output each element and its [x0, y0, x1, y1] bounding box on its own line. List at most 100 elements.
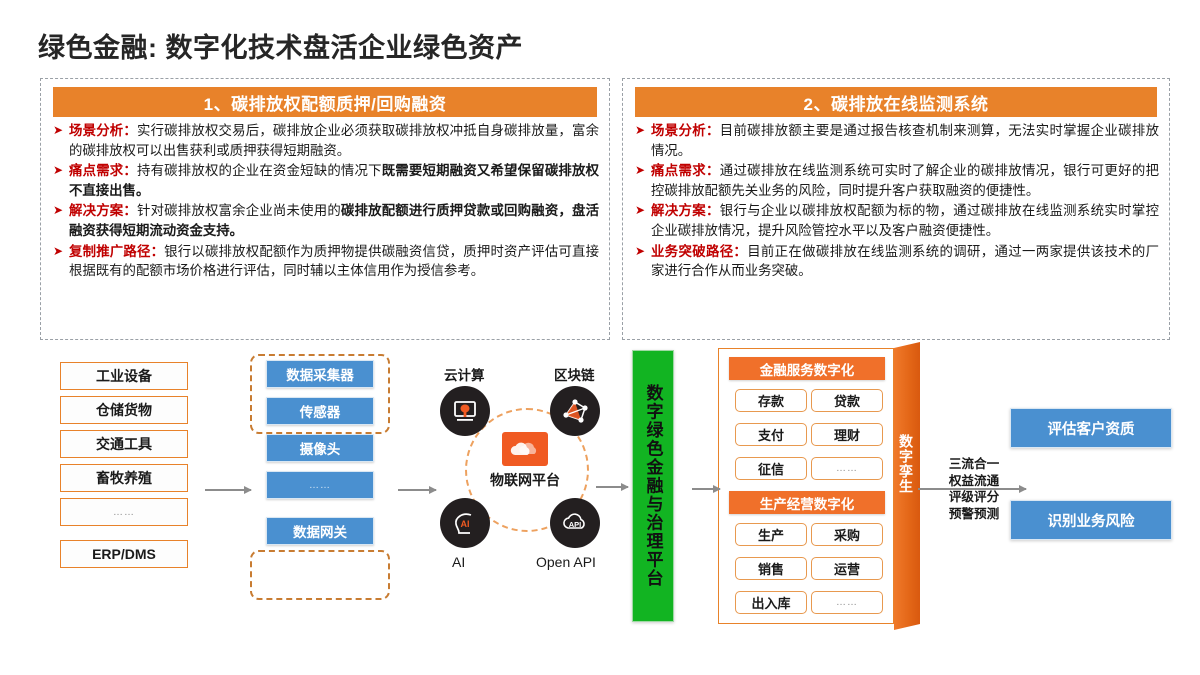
bullet-emphasis: 碳排放配额进行质押贷款或回购融资，盘活融资获得短期流动资金支持。	[69, 203, 599, 238]
section-header-production: 生产经营数字化	[729, 491, 885, 514]
scenario-panel-2: 2、碳排放在线监测系统 ➤场景分析：目前碳排放额主要是通过报告核查机制来测算，无…	[622, 78, 1170, 340]
scenario-panel-1: 1、碳排放权配额质押/回购融资 ➤场景分析：实行碳排放权交易后，碳排放企业必须获…	[40, 78, 610, 340]
source-label: 交通工具	[96, 436, 152, 452]
bullet-segment: 目前碳排放额主要是通过报告核查机制来测算，无法实时掌握企业碳排放情况。	[651, 123, 1159, 158]
source-label: 工业设备	[96, 368, 152, 384]
bullet-text: 解决方案：针对碳排放权富余企业尚未使用的碳排放配额进行质押贷款或回购融资，盘活融…	[69, 201, 599, 240]
source-box: 畜牧养殖	[60, 464, 188, 492]
cube-item-pill: 理财	[811, 423, 883, 446]
svg-text:API: API	[569, 520, 582, 529]
dashed-group-gateway	[250, 550, 390, 600]
digital-green-finance-platform-bar: 数字绿色金融与治理平台	[632, 350, 674, 622]
flow-note-line: 预警预测	[948, 506, 1000, 521]
outcome-assess-client: 评估客户资质	[1010, 408, 1172, 448]
cube-item-label: 销售	[757, 562, 784, 577]
page-title: 绿色金融: 数字化技术盘活企业绿色资产	[38, 33, 523, 63]
cube-item-pill: 支付	[735, 423, 807, 446]
bullet-arrow-icon: ➤	[635, 243, 646, 258]
bullet-item: ➤ 痛点需求：通过碳排放在线监测系统可实时了解企业的碳排放情况，银行可更好的把控碳…	[633, 161, 1159, 200]
bullet-label: 复制推广路径：	[69, 243, 165, 259]
dashed-group-collector	[250, 354, 390, 434]
bullet-emphasis: 既需要短期融资又希望保留碳排放权不直接出售。	[69, 163, 599, 198]
cube-item-label: 征信	[757, 462, 784, 477]
api-cloud-icon: API	[550, 498, 600, 548]
cube-item-pill: 贷款	[811, 389, 883, 412]
data-source-column: 工业设备仓储货物交通工具畜牧养殖 …… ERP/DMS	[60, 362, 188, 574]
bullet-label: 痛点需求：	[651, 163, 720, 179]
bullet-label: 解决方案：	[69, 203, 137, 219]
blockchain-icon	[550, 386, 600, 436]
arrow-platform-to-cube	[692, 485, 721, 492]
cube-item-pill: ……	[811, 457, 883, 480]
device-label: 数据采集器	[286, 368, 354, 383]
source-box: ……	[60, 498, 188, 526]
bullet-item: ➤ 业务突破路径：目前正在做碳排放在线监测系统的调研，通过一两家提供该技术的厂家进…	[633, 242, 1159, 281]
bullet-label: 场景分析：	[69, 123, 137, 138]
bullet-segment: 针对碳排放权富余企业尚未使用的	[136, 203, 341, 219]
cube-item-pill: 生产	[735, 523, 807, 546]
cube-item-pill: 运营	[811, 557, 883, 580]
source-label: ……	[113, 506, 135, 518]
flow-note-line: 权益流通	[948, 473, 1000, 488]
bullet-label: 业务突破路径：	[651, 243, 748, 259]
bullet-arrow-icon: ➤	[53, 203, 64, 218]
flow-note: 三流合一权益流通评级评分预警预测	[938, 456, 1010, 522]
bullet-text: 痛点需求：通过碳排放在线监测系统可实时了解企业的碳排放情况，银行可更好的把控碳排…	[651, 161, 1159, 200]
cube-item-label: 采购	[833, 528, 860, 543]
bullet-segment: 目前正在做碳排放在线监测系统的调研，通过一两家提供该技术的厂家进行合作从而业务突…	[651, 243, 1159, 279]
bullet-segment: 银行与企业以碳排放权配额为标的物，通过碳排放在线监测系统实时掌控企业碳排放情况，…	[651, 203, 1159, 238]
iot-device-column: 数据采集器传感器摄像头 …… 数据网关	[266, 360, 374, 554]
cube-item-pill: 征信	[735, 457, 807, 480]
bullet-item: ➤ 解决方案：银行与企业以碳排放权配额为标的物，通过碳排放在线监测系统实时掌控企业…	[633, 201, 1159, 240]
device-box: 数据网关	[266, 517, 374, 545]
bullet-item: ➤场景分析：目前碳排放额主要是通过报告核查机制来测算，无法实时掌握企业碳排放情况…	[633, 121, 1159, 160]
source-box: ERP/DMS	[60, 540, 188, 568]
bullet-item: ➤ 场景分析：实行碳排放权交易后，碳排放企业必须获取碳排放权冲抵自身碳排放量，富余…	[51, 121, 599, 160]
bullet-label: 解决方案：	[651, 203, 720, 219]
source-label: 仓储货物	[96, 402, 152, 418]
source-box: 仓储货物	[60, 396, 188, 424]
device-box: 摄像头	[266, 434, 374, 462]
cube-item-label: 出入库	[751, 596, 791, 611]
bullet-arrow-icon: ➤	[635, 203, 646, 218]
bullet-text: 场景分析：实行碳排放权交易后，碳排放企业必须获取碳排放权冲抵自身碳排放量，富余的…	[69, 121, 599, 160]
cube-item-label: 运营	[833, 562, 860, 577]
device-label: 传感器	[299, 405, 341, 420]
bullet-label: 场景分析：	[651, 123, 720, 138]
cloud-computing-icon	[440, 386, 490, 436]
device-box: ……	[266, 471, 374, 499]
cube-face: 金融服务数字化 存款 贷款支付理财征信 …… 生产经营数字化 生产 采购销售 运营出入库…	[718, 348, 894, 624]
bullet-segment: 通过碳排放在线监测系统可实时了解企业的碳排放情况，银行可更好的把控碳排放配额先关…	[651, 163, 1159, 198]
bullet-item: ➤痛点需求：持有碳排放权的企业在资金短缺的情况下既需要短期融资又希望保留碳排放权…	[51, 161, 599, 200]
cube-item-pill: 存款	[735, 389, 807, 412]
cube-item-label: ……	[836, 463, 858, 474]
bullet-text: 复制推广路径：银行以碳排放权配额作为质押物提供碳融资信贷，质押时资产评估可直接根…	[69, 242, 599, 281]
cube-item-label: 存款	[757, 394, 784, 409]
digital-twin-cube: 数字孪生 金融服务数字化 存款 贷款支付理财征信 …… 生产经营数字化 生产 采购销售…	[718, 342, 920, 630]
source-label: ERP/DMS	[92, 546, 156, 562]
panel-2-body: ➤ 场景分析：目前碳排放额主要是通过报告核查机制来测算，无法实时掌握企业碳排放情况…	[633, 121, 1159, 333]
section-header-finance: 金融服务数字化	[729, 357, 885, 380]
iot-platform-cluster: 云计算 区块链	[432, 364, 622, 576]
bullet-text: 业务突破路径：目前正在做碳排放在线监测系统的调研，通过一两家提供该技术的厂家进行…	[651, 242, 1159, 281]
architecture-diagram: 工业设备仓储货物交通工具畜牧养殖……ERP/DMS 数据采集器传感器摄像头……数…	[0, 342, 1200, 636]
device-box: 数据采集器	[266, 360, 374, 388]
svg-text:AI: AI	[461, 519, 470, 529]
digital-twin-side-panel: 数字孪生	[894, 342, 920, 630]
bullet-arrow-icon: ➤	[635, 163, 646, 178]
cube-item-label: 生产	[757, 528, 784, 543]
iot-label-ai: AI	[452, 554, 466, 570]
bullet-segment: 银行以碳排放权配额作为质押物提供碳融资信贷，质押时资产评估可直接根据既有的配额市…	[69, 243, 599, 279]
bullet-text: 解决方案：银行与企业以碳排放权配额为标的物，通过碳排放在线监测系统实时掌控企业碳…	[651, 201, 1159, 240]
cube-item-pill: 出入库	[735, 591, 807, 614]
device-label: 数据网关	[293, 525, 347, 540]
source-label: 畜牧养殖	[96, 470, 152, 486]
platform-bar-label: 数字绿色金融与治理平台	[643, 384, 663, 588]
device-label: 摄像头	[299, 442, 341, 457]
bullet-arrow-icon: ➤	[53, 123, 64, 137]
arrow-devices-to-iot	[398, 486, 437, 493]
bullet-text: 痛点需求：持有碳排放权的企业在资金短缺的情况下既需要短期融资又希望保留碳排放权不…	[69, 161, 599, 200]
bullet-segment: 实行碳排放权交易后，碳排放企业必须获取碳排放权冲抵自身碳排放量，富余的碳排放权可…	[69, 123, 599, 158]
iot-ring	[465, 408, 589, 532]
